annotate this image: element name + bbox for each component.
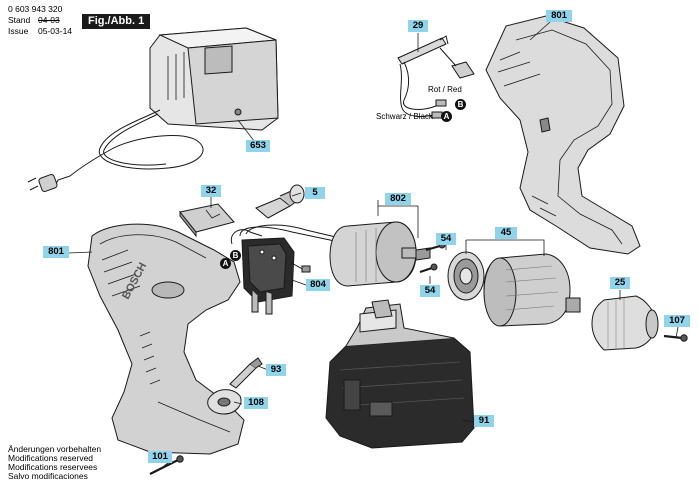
switch-cover-illustration (179, 203, 235, 238)
part-tag-804: 804 (306, 279, 330, 291)
brush-holder-illustration (255, 184, 305, 219)
document-number: 0 603 943 320 (8, 4, 63, 14)
chuck-illustration (591, 295, 659, 351)
part-tag-107: 107 (664, 315, 690, 327)
part-tag-5: 5 (305, 187, 325, 199)
issue-label: Issue (8, 26, 29, 36)
part-tag-32: 32 (201, 185, 221, 197)
part-tag-54-lower: 54 (420, 285, 440, 297)
marker-b-switch: B (230, 250, 241, 261)
wire-label-red: Rot / Red (428, 85, 462, 94)
note-es: Salvo modificaciones (8, 471, 88, 481)
clip-93-illustration (229, 357, 263, 389)
part-tag-54-upper: 54 (436, 233, 456, 245)
stand-label: Stand (8, 15, 31, 25)
part-tag-802: 802 (385, 193, 411, 205)
note-fr: Modifications reservees (8, 462, 98, 472)
charger-illustration (27, 27, 279, 192)
stand-date: 04-03 (38, 15, 60, 25)
note-en: Modifications reserved (8, 453, 94, 463)
part-tag-101: 101 (148, 451, 172, 463)
part-tag-801-top: 801 (546, 10, 572, 22)
housing-shell-left-illustration (87, 223, 245, 455)
part-tag-91: 91 (474, 415, 494, 427)
marker-a-top: A (441, 111, 452, 122)
gearbox-illustration (447, 251, 581, 327)
issue-date: 05-03-14 (38, 26, 73, 36)
screw-101-illustration (149, 455, 184, 475)
part-tag-25: 25 (610, 277, 630, 289)
housing-shell-right-illustration (485, 15, 641, 255)
figure-label: Fig./Abb. 1 (82, 14, 151, 29)
part-tag-93: 93 (266, 364, 286, 376)
part-tag-29: 29 (408, 20, 428, 32)
battery-pack-illustration (325, 299, 475, 449)
screw-107-illustration (663, 334, 688, 342)
note-de: Änderungen vorbehalten (8, 444, 102, 454)
switch-module-illustration (230, 224, 347, 315)
marker-b-top: B (455, 99, 466, 110)
part-tag-108: 108 (244, 397, 268, 409)
marker-a-switch: A (220, 258, 231, 269)
part-tag-45: 45 (495, 227, 517, 239)
part-tag-653: 653 (246, 140, 270, 152)
part-tag-801-left: 801 (43, 246, 69, 258)
wire-label-black: Schwarz / Black (376, 112, 433, 121)
belt-clip-108-illustration (207, 389, 242, 415)
motor-illustration (329, 221, 431, 287)
